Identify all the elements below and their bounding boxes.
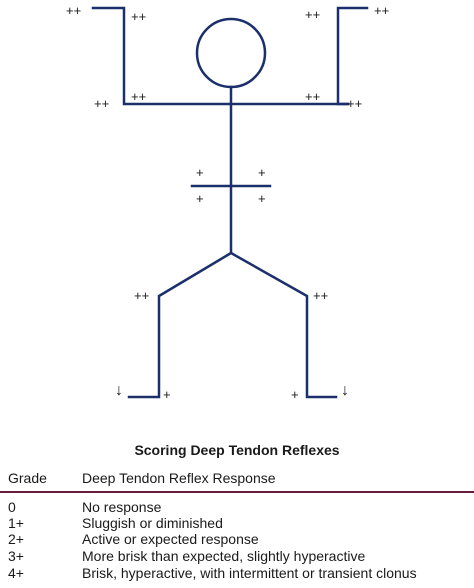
left-knee-label: ++ [134,288,150,303]
table-title: Scoring Deep Tendon Reflexes [134,442,340,458]
grade-column-header: Grade [8,470,47,486]
left-ankle-label: + [163,387,171,402]
left-arm-bottom-inner-label: ++ [131,89,147,104]
table-row: 3+ More brisk than expected, slightly hy… [0,548,474,564]
head [195,17,267,89]
abdomen-upper-right-label: + [258,165,266,180]
grade-cell: 1+ [8,515,24,531]
right-foot-arrow-icon: ↓ [341,382,349,399]
left-arm-top-outer-label: ++ [66,3,82,18]
right-arm-bottom-outer-label: ++ [347,96,363,111]
table-row: 0 No response [0,499,474,515]
right-arm [336,6,369,106]
table-row: 4+ Brisk, hyperactive, with intermittent… [0,565,474,581]
right-arm-top-inner-label: ++ [305,7,321,22]
abdomen-lower-right-label: + [258,191,266,206]
left-arm-top-inner-label: ++ [131,9,147,24]
right-ankle-label: + [291,387,299,402]
left-arm-bottom-outer-label: ++ [94,96,110,111]
abdomen-lower-left-label: + [196,191,204,206]
response-cell: More brisk than expected, slightly hyper… [82,548,366,564]
response-cell: Brisk, hyperactive, with intermittent or… [82,565,417,581]
left-arm [91,6,350,106]
grade-cell: 0 [8,499,16,515]
response-cell: Active or expected response [82,531,259,547]
grade-cell: 4+ [8,565,24,581]
grade-cell: 3+ [8,548,24,564]
left-leg [127,251,233,399]
response-cell: Sluggish or diminished [82,515,223,531]
abdomen-upper-left-label: + [196,165,204,180]
header-divider [0,491,474,493]
table-row: 2+ Active or expected response [0,531,474,547]
right-leg [229,251,338,399]
right-arm-bottom-inner-label: ++ [305,89,321,104]
right-arm-top-outer-label: ++ [374,3,390,18]
stick-figure-diagram [91,6,369,399]
response-column-header: Deep Tendon Reflex Response [82,470,276,486]
right-knee-label: ++ [313,288,329,303]
grade-cell: 2+ [8,531,24,547]
table-row: 1+ Sluggish or diminished [0,515,474,531]
response-cell: No response [82,499,162,515]
left-foot-arrow-icon: ↓ [115,382,123,399]
